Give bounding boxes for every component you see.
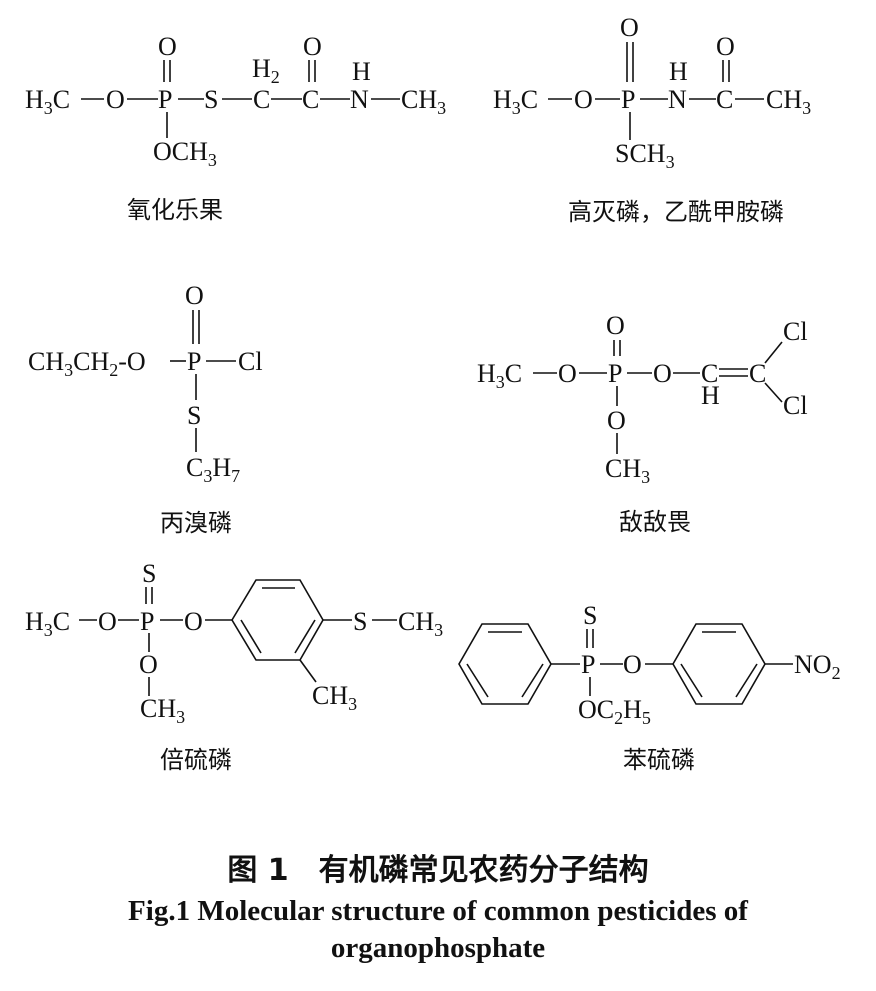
atom-s: S [187,401,201,430]
atom-o: O [653,359,672,388]
bond [299,659,317,683]
atom-p: P [158,85,172,114]
atom-o-double: O [606,311,625,340]
atom-h: H [701,381,720,410]
atom-cl: Cl [238,347,263,376]
atom-n: N [668,85,687,114]
atom-o: O [98,607,117,636]
atom-ch3: CH3 [398,607,443,640]
label-omethoate: 氧化乐果 [127,196,223,224]
atom-o: O [106,85,125,114]
ring-double-bond [680,663,703,698]
label-fenthion: 倍硫磷 [160,746,232,774]
atom-ch3: CH3 [401,85,446,118]
label-dichlorvos: 敌敌畏 [619,508,691,536]
bond [764,341,783,364]
ring-double-bond [294,619,316,654]
structure-omethoate: H3C O P O OCH3 S H2 C C O H N CH3 [25,32,446,170]
ring-double-bond [466,663,489,698]
atom-och3: OCH3 [153,137,217,170]
atom-c: C [302,85,319,114]
atom-c: C [749,359,766,388]
atom-no2: NO2 [794,650,841,683]
atom-o-double: O [158,32,177,61]
atom-p: P [581,650,595,679]
atom-sch3: SCH3 [615,139,675,172]
atom-c3h7: C3H7 [186,453,240,486]
structure-ethoprophos: CH3CH2-O P O Cl S C3H7 [28,281,263,486]
atom-c: C [701,359,718,388]
structure-dichlorvos: H3C O P O O C H C Cl Cl O CH3 [477,311,808,487]
atom-s-double: S [583,601,597,630]
atom-ch3: CH3 [605,454,650,487]
label-ethoprophos: 丙溴磷 [160,509,232,537]
label-acephate: 高灭磷，乙酰甲胺磷 [568,198,784,226]
atom-ch3: CH3 [312,681,357,714]
atom-c: C [716,85,733,114]
atom-o-double: O [716,32,735,61]
atom-ch3ch2o: CH3CH2-O [28,347,146,380]
atom-p: P [140,607,154,636]
structure-fenthion: H3C O P S O CH3 O S CH3 CH3 [25,559,443,727]
atom-h: H [669,57,688,86]
atom-o-double: O [185,281,204,310]
atom-s: S [204,85,218,114]
atom-o: O [139,650,158,679]
atom-h3c: H3C [25,85,70,118]
atom-oc2h5: OC2H5 [578,695,651,728]
benzene-ring [231,579,324,661]
ring-double-bond [240,619,262,654]
ring-double-bond [735,663,758,698]
atom-n: N [350,85,369,114]
structure-epn: P S O OC2H5 NO2 [458,601,841,728]
atom-h3c: H3C [477,359,522,392]
label-epn: 苯硫磷 [623,746,695,774]
benzene-ring [458,623,552,705]
atom-ch3: CH3 [766,85,811,118]
atom-h: H [352,57,371,86]
atom-h3c: H3C [493,85,538,118]
structure-acephate: H3C O P O SCH3 H N C O CH3 [493,13,811,172]
caption-chinese: 图 1 有机磷常见农药分子结构 [227,853,648,888]
atom-cl: Cl [783,317,808,346]
atom-cl: Cl [783,391,808,420]
atom-h2: H2 [252,54,280,87]
atom-ch3: CH3 [140,694,185,727]
atom-p: P [621,85,635,114]
atom-o: O [558,359,577,388]
atom-p: P [608,359,622,388]
atom-s: S [353,607,367,636]
atom-s-double: S [142,559,156,588]
atom-o-double: O [303,32,322,61]
atom-c: C [253,85,270,114]
atom-o: O [623,650,642,679]
atom-o-double: O [620,13,639,42]
ring-double-bond [521,663,544,698]
atom-p: P [187,347,201,376]
atom-h3c: H3C [25,607,70,640]
benzene-ring [672,623,766,705]
bond [764,382,783,403]
atom-o: O [184,607,203,636]
caption-english-line1: Fig.1 Molecular structure of common pest… [128,895,748,927]
atom-o: O [607,406,626,435]
caption-english-line2: organophosphate [331,932,545,964]
atom-o: O [574,85,593,114]
